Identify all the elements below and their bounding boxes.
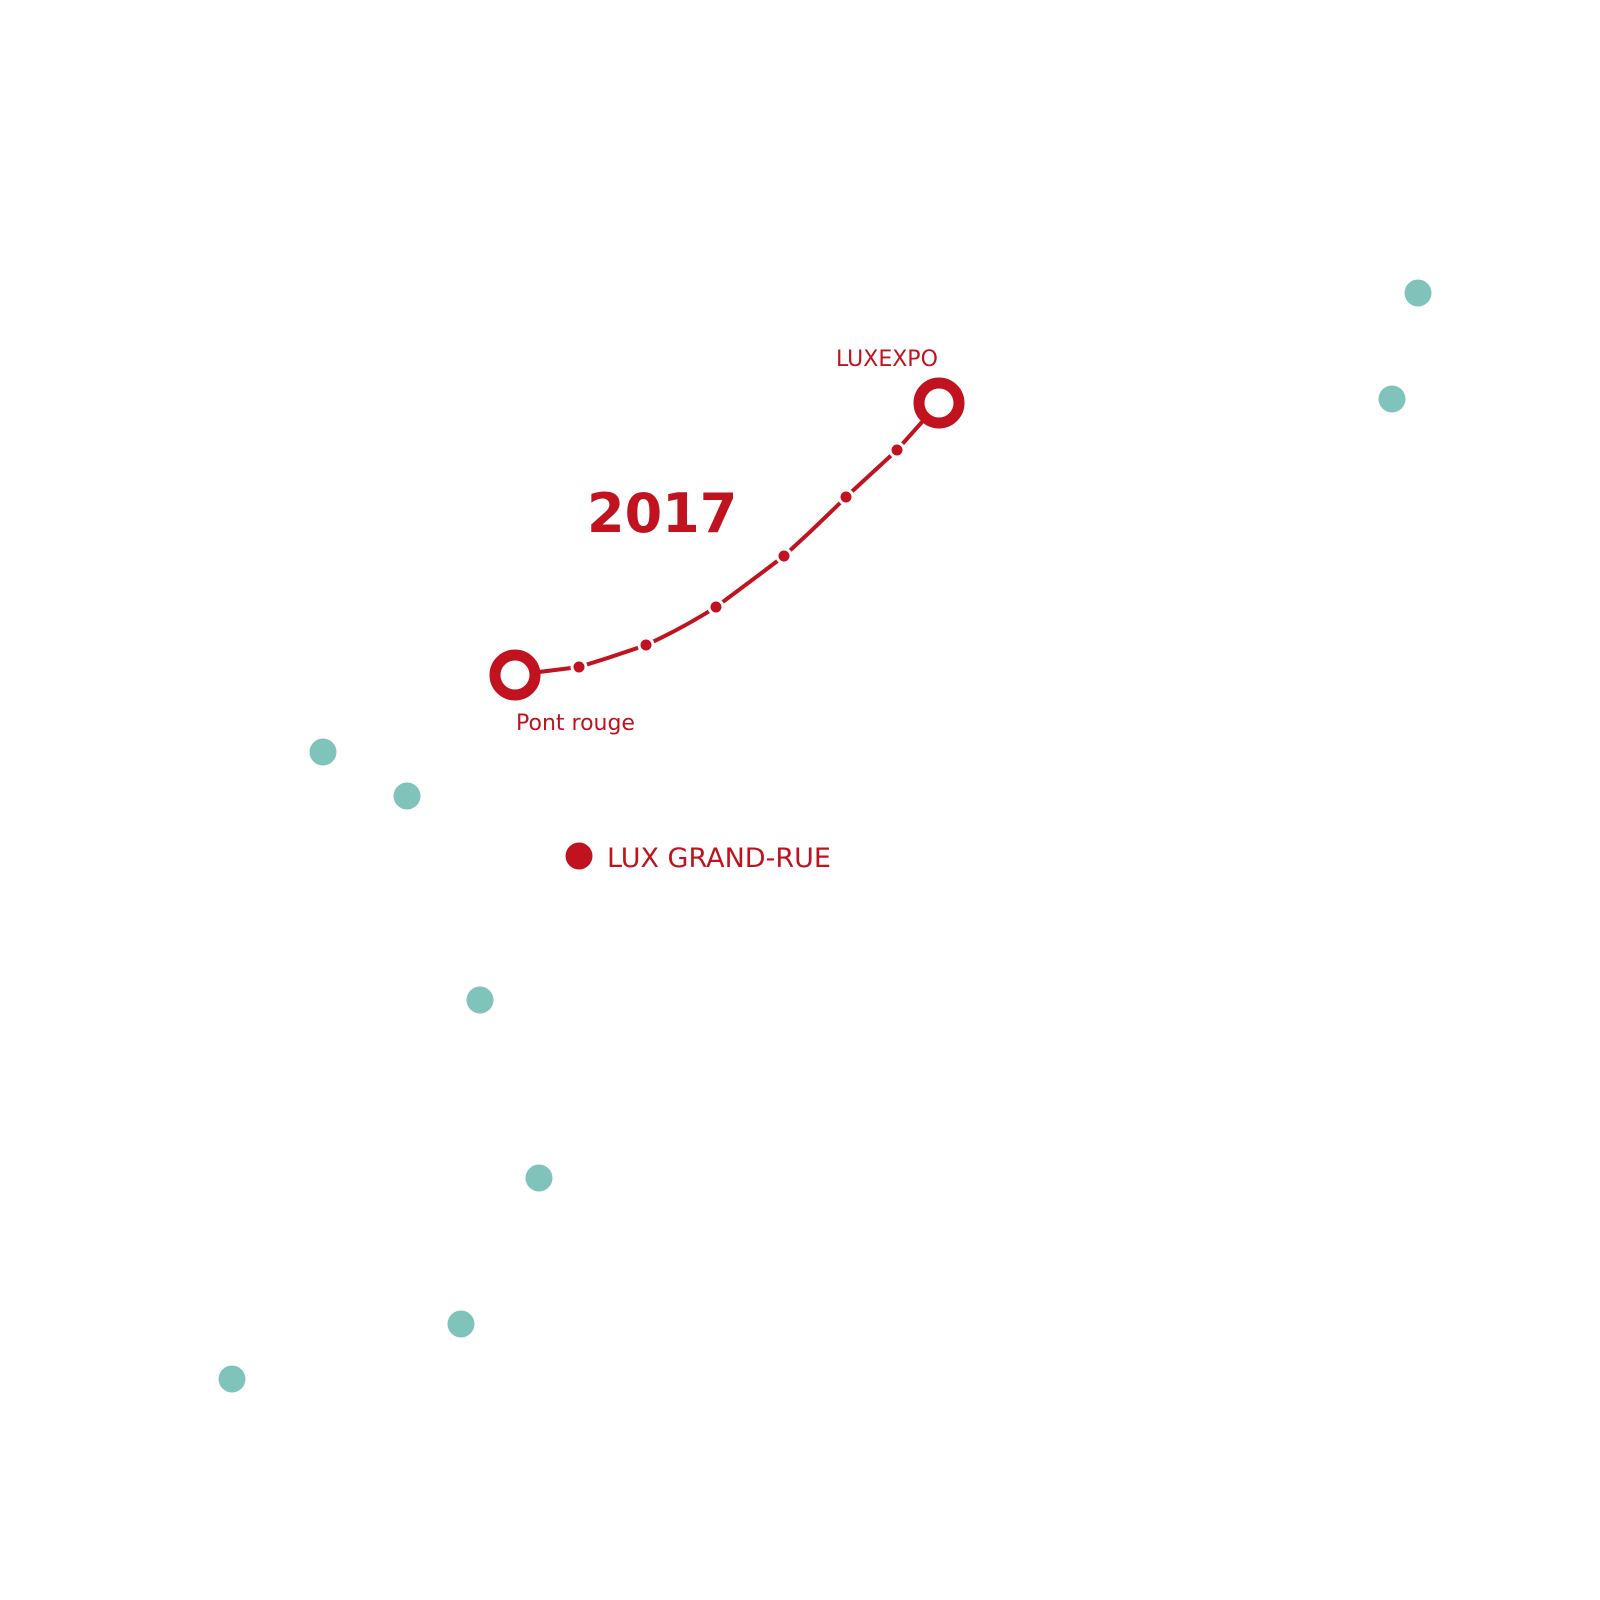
other-stop: [1404, 279, 1432, 307]
other-stop: [447, 1310, 475, 1338]
lux-grand-rue-marker: [565, 842, 593, 870]
terminus-pont-rouge-marker: [489, 649, 541, 701]
intermediate-stop: [637, 636, 655, 654]
terminus-luxexpo-marker: [913, 377, 965, 429]
lux-grand-rue-label: LUX GRAND-RUE: [607, 843, 831, 874]
intermediate-stop: [775, 547, 793, 565]
intermediate-stop: [570, 658, 588, 676]
terminus-pont-rouge-label: Pont rouge: [516, 711, 635, 736]
other-stop: [393, 782, 421, 810]
other-stops: [218, 279, 1432, 1393]
intermediate-stop: [888, 441, 906, 459]
year-label: 2017: [587, 482, 737, 545]
terminus-luxexpo-label: LUXEXPO: [836, 347, 938, 372]
tram-line-path: [513, 401, 941, 677]
intermediate-stop: [707, 598, 725, 616]
other-stop: [466, 986, 494, 1014]
other-stop: [218, 1365, 246, 1393]
intermediate-stop: [837, 488, 855, 506]
other-stop: [309, 738, 337, 766]
intermediate-stops: [570, 441, 906, 676]
other-stop: [525, 1164, 553, 1192]
other-stop: [1378, 385, 1406, 413]
